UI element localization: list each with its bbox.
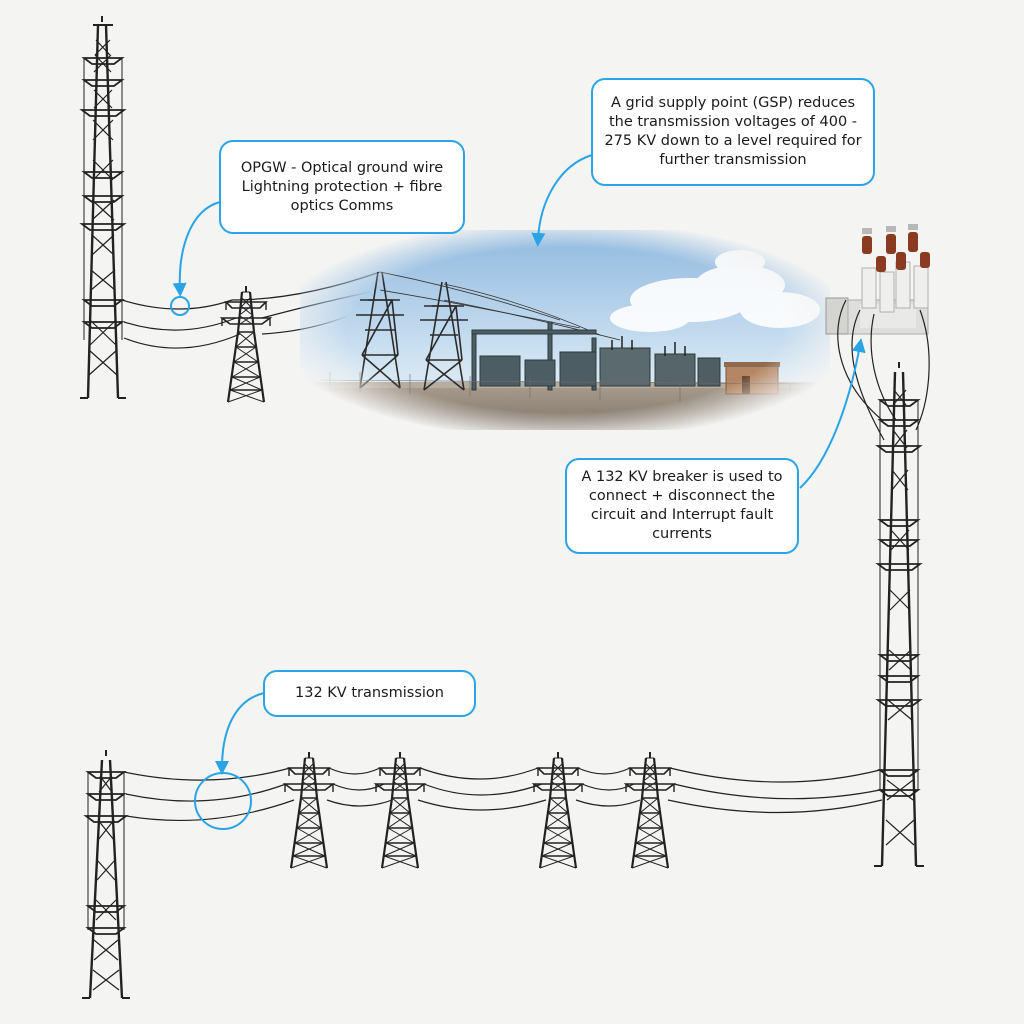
opgw-callout-text: OPGW - Optical ground wire Lightning pro… [240, 159, 444, 214]
gsp-callout-text: A grid supply point (GSP) reduces the tr… [604, 95, 862, 168]
opgw-arrow [172, 201, 221, 297]
breaker-callout-text: A 132 KV breaker is used to connect + di… [581, 469, 783, 542]
pylon-icon [624, 750, 676, 870]
opgw-callout: OPGW - Optical ground wire Lightning pro… [219, 140, 465, 234]
gsp-callout: A grid supply point (GSP) reduces the tr… [591, 78, 875, 186]
pylon-icon [283, 750, 335, 870]
opgw-marker [170, 296, 190, 316]
breaker-callout: A 132 KV breaker is used to connect + di… [565, 458, 799, 554]
pylon-icon [220, 284, 272, 404]
tall-tower-bottom-left [82, 750, 130, 999]
substation-photo [300, 230, 830, 430]
tall-tower-right [874, 362, 924, 867]
transmission-arrow [215, 692, 265, 775]
callout-arrows [172, 154, 866, 775]
breaker-feeder-wires [837, 299, 930, 441]
tall-tower-top-left [79, 16, 127, 399]
transmission-132kv-callout: 132 KV transmission [263, 670, 476, 717]
transmission-132kv-callout-text: 132 KV transmission [295, 685, 444, 701]
conductor-lines-132kv [123, 767, 883, 822]
pylon-icon [374, 750, 426, 870]
circuit-breaker-icon [825, 224, 930, 335]
pylon-icon [532, 750, 584, 870]
gsp-arrow [531, 154, 593, 247]
breaker-arrow [799, 338, 866, 489]
